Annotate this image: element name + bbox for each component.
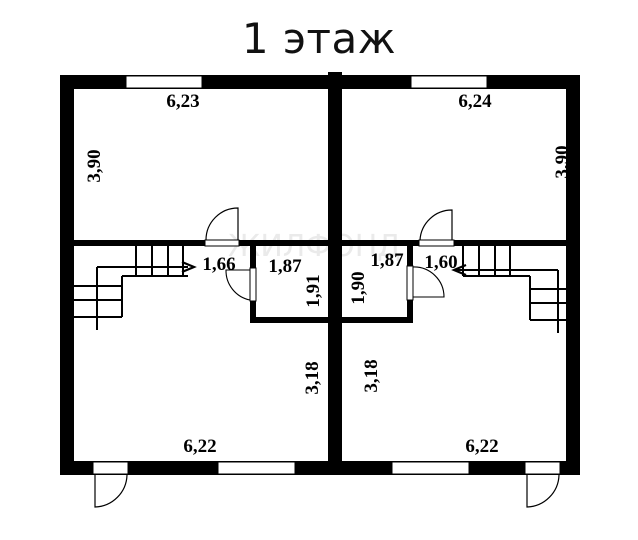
staircase-right-icon bbox=[451, 246, 566, 333]
dim-bottom-left-height: 3,18 bbox=[302, 361, 323, 394]
closet-doors bbox=[225, 265, 445, 302]
dim-closet-right-height: 1,90 bbox=[348, 271, 369, 304]
staircase-left-icon bbox=[74, 246, 197, 330]
dim-bottom-right-width: 6,22 bbox=[465, 436, 498, 457]
divider-doors bbox=[204, 207, 455, 247]
window-top-left bbox=[125, 75, 203, 89]
windows-top bbox=[125, 75, 488, 89]
window-bottom-right bbox=[391, 461, 470, 475]
dim-top-left-width: 6,23 bbox=[166, 91, 199, 112]
outer-walls bbox=[60, 72, 580, 475]
entrance-door-left-icon bbox=[94, 474, 128, 508]
dim-hall-left-width: 1,66 bbox=[202, 254, 235, 275]
window-bottom-left bbox=[217, 461, 296, 475]
entrance-door-right-icon bbox=[526, 474, 560, 508]
dim-hall-right-width: 1,60 bbox=[424, 252, 457, 273]
door-top-right-icon bbox=[419, 209, 453, 241]
dim-top-right-width: 6,24 bbox=[458, 91, 492, 112]
floor-title: 1 этаж bbox=[241, 14, 397, 63]
watermark: ЖИЛФОНД bbox=[228, 229, 401, 264]
dim-top-left-height: 3,90 bbox=[84, 149, 105, 182]
dim-bottom-left-width: 6,22 bbox=[183, 436, 216, 457]
window-top-right bbox=[410, 75, 488, 89]
entrance-door-right-opening bbox=[524, 461, 561, 475]
closet-door-left-icon bbox=[225, 269, 251, 301]
entrance-door-left-opening bbox=[92, 461, 129, 475]
windows-bottom bbox=[92, 461, 561, 475]
dim-bottom-right-height: 3,18 bbox=[361, 359, 382, 392]
dim-top-right-height: 3,90 bbox=[552, 145, 573, 178]
dim-closet-left-height: 1,91 bbox=[303, 274, 324, 307]
dim-closet-right-width: 1,87 bbox=[370, 250, 404, 271]
dim-closet-left-width: 1,87 bbox=[268, 256, 302, 277]
door-top-left-icon bbox=[205, 207, 239, 241]
entrance-doors bbox=[94, 474, 560, 508]
closet-door-right-icon bbox=[412, 266, 445, 298]
